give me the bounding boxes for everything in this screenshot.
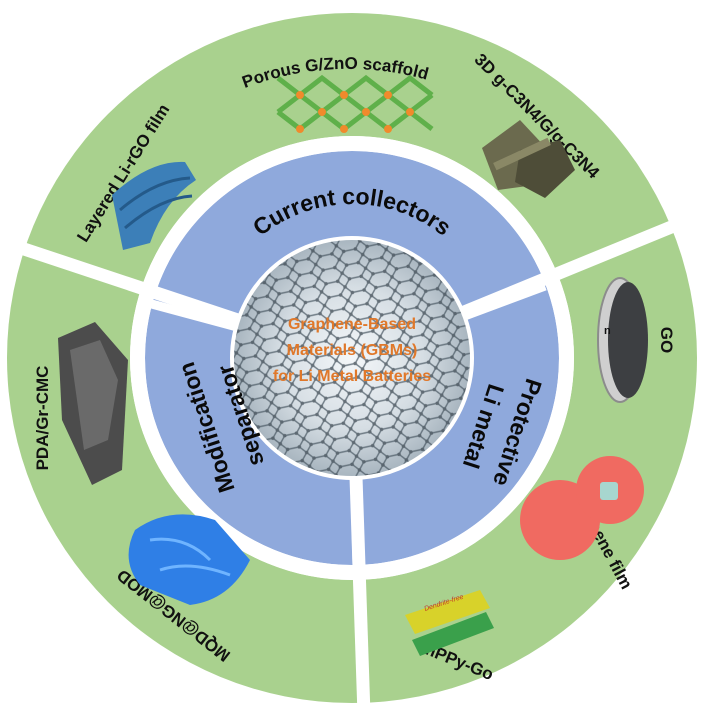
svg-text:n: n [604, 325, 611, 337]
center-title-line2: Materials (GBMs) [287, 342, 418, 359]
go-image: n [597, 277, 648, 403]
center-title-line1: Graphene-Based [288, 316, 416, 333]
mqd-ng-mqd-image [128, 514, 250, 605]
pda-gr-cmc-image [58, 322, 128, 485]
porous-g-zno-image [276, 74, 434, 133]
graphene-film-image [520, 456, 644, 560]
layered-li-rgo-image [112, 161, 196, 250]
label-pda-gr-cmc: PDA/Gr-CMC [33, 366, 52, 471]
center-title: Graphene-Based Materials (GBMs) for Li M… [273, 316, 431, 385]
g-c3n4-image [482, 120, 575, 198]
center-title-line3: for Li Metal Batteries [273, 368, 431, 385]
label-go: GO [657, 327, 676, 353]
